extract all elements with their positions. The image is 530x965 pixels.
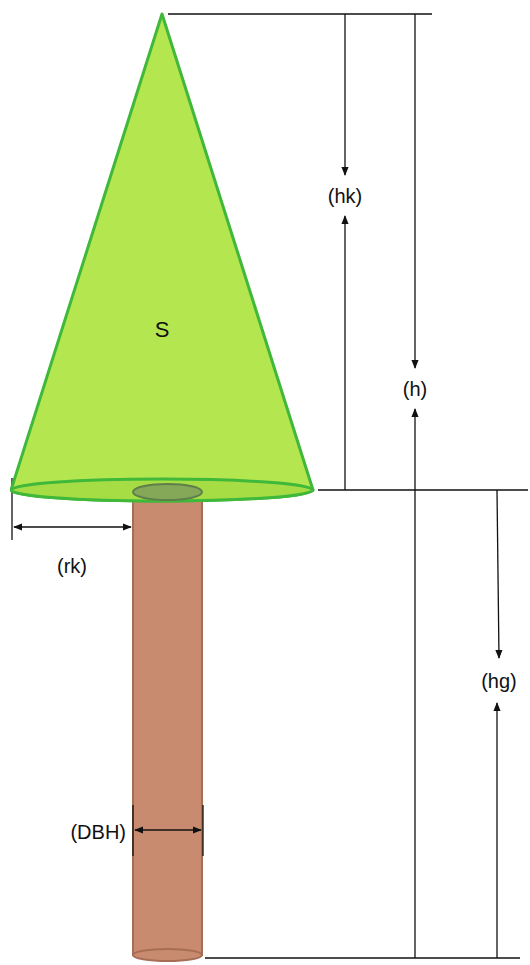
crown-radius-label: (rk) [57, 555, 87, 578]
tree-height-label: (h) [403, 378, 427, 401]
diameter-label: (DBH) [70, 821, 126, 844]
trunk [133, 490, 202, 961]
cone-base [11, 479, 313, 501]
crown-cone [10, 8, 316, 504]
dimension-lines [12, 14, 528, 958]
area-label: S [155, 317, 170, 342]
crown-height-label: (hk) [328, 185, 362, 208]
trunk-height-label: (hg) [481, 670, 517, 693]
tree-crown: S [10, 8, 316, 504]
cone-outline [11, 14, 313, 501]
